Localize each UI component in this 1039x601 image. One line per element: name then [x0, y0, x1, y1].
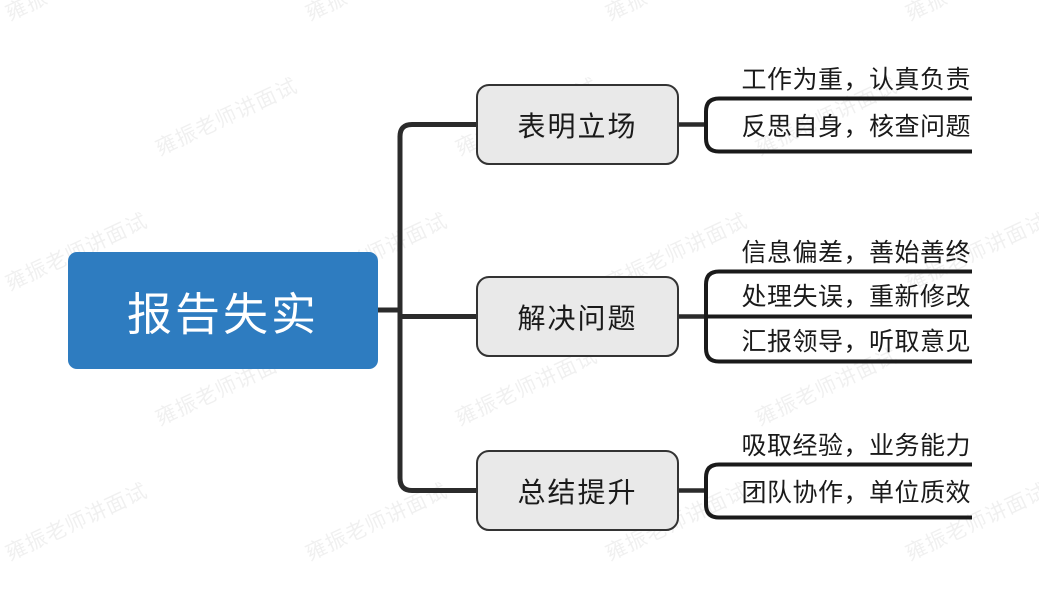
leaf-label[interactable]: 处理失误，重新修改 — [741, 282, 971, 311]
watermark-text: 雍振老师讲面试 — [300, 0, 452, 27]
watermark-text: 雍振老师讲面试 — [600, 0, 752, 27]
watermark-text: 雍振老师讲面试 — [900, 0, 1039, 27]
leaf-label[interactable]: 反思自身，核查问题 — [741, 112, 971, 141]
watermark-text: 雍振老师讲面试 — [151, 73, 302, 161]
watermark-text: 雍振老师讲面试 — [0, 0, 152, 27]
watermark-text: 雍振老师讲面试 — [1, 478, 152, 566]
watermark-text: 雍振老师讲面试 — [0, 70, 2, 162]
leaf-label[interactable]: 工作为重，认真负责 — [741, 65, 971, 94]
leaf-label[interactable]: 团队协作，单位质效 — [741, 478, 971, 507]
branch-node-label: 总结提升 — [517, 475, 638, 509]
connector-main-trunk — [397, 122, 476, 493]
watermark-text: 雍振老师讲面试 — [0, 340, 2, 432]
root-node[interactable]: 报告失实 — [68, 252, 378, 369]
branch-node-label: 表明立场 — [517, 109, 638, 143]
leaf-label[interactable]: 吸取经验，业务能力 — [741, 431, 971, 460]
leaf-label[interactable]: 汇报领导，听取意见 — [741, 327, 971, 356]
branch-node-state-position[interactable]: 表明立场 — [476, 84, 679, 165]
branch-node-label: 解决问题 — [517, 301, 638, 335]
root-node-label: 报告失实 — [126, 288, 319, 341]
branch-node-summarize-improve[interactable]: 总结提升 — [476, 450, 679, 531]
watermark-text: 雍振老师讲面试 — [301, 478, 452, 566]
branch-node-solve-problem[interactable]: 解决问题 — [476, 276, 679, 357]
leaf-label[interactable]: 信息偏差，善始善终 — [741, 238, 971, 267]
